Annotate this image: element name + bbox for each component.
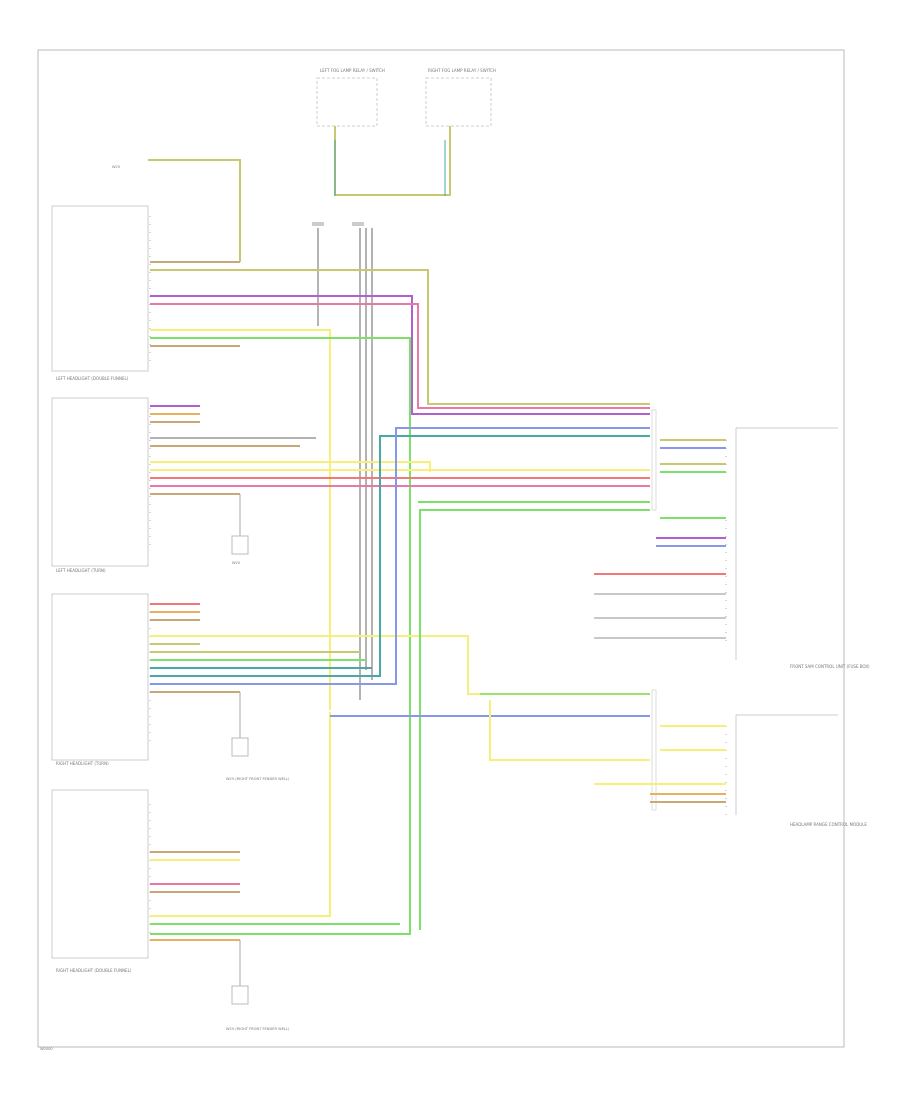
left-headlight-lower: LEFT HEADLIGHT (TURN): [51, 397, 149, 573]
pin-ticks: [149, 216, 727, 948]
right-headlight-upper: RIGHT HEADLIGHT (TURN): [51, 593, 149, 766]
right-headlight-upper-title: RIGHT HEADLIGHT (TURN): [56, 761, 109, 766]
top-left-switch-title: LEFT FOG LAMP RELAY / SWITCH: [320, 68, 385, 73]
ground-3: W25 (RIGHT FRONT FENDER WELL): [226, 940, 290, 1031]
right-headlight-lower: RIGHT HEADLIGHT (DOUBLE FUNNEL): [51, 789, 149, 973]
front-sam-title: FRONT SAM CONTROL UNIT (FUSE BOX): [790, 664, 870, 669]
right-headlight-lower-title: RIGHT HEADLIGHT (DOUBLE FUNNEL): [56, 968, 132, 973]
connector-labels: W25: [112, 165, 657, 811]
wires: [148, 126, 726, 941]
left-headlight-upper-title: LEFT HEADLIGHT (DOUBLE FUNNEL): [56, 376, 129, 381]
ground-3-label: W25 (RIGHT FRONT FENDER WELL): [226, 1027, 290, 1031]
ground-2-label: W25 (RIGHT FRONT FENDER WELL): [226, 777, 290, 781]
ground-1: W25: [231, 494, 249, 565]
bottom-right-module: HEADLAMP RANGE CONTROL MODULE: [735, 714, 867, 827]
diagram-border: [37, 49, 845, 1048]
front-sam-box: FRONT SAM CONTROL UNIT (FUSE BOX): [735, 427, 870, 669]
top-left-switch: LEFT FOG LAMP RELAY / SWITCH: [316, 68, 385, 127]
left-headlight-lower-title: LEFT HEADLIGHT (TURN): [56, 568, 106, 573]
footer-code: W0000: [40, 1047, 53, 1051]
left-headlight-upper: LEFT HEADLIGHT (DOUBLE FUNNEL): [51, 205, 149, 381]
ground-2: W25 (RIGHT FRONT FENDER WELL): [226, 692, 290, 781]
top-right-switch-title: RIGHT FOG LAMP RELAY / SWITCH: [428, 68, 496, 73]
top-right-switch: RIGHT FOG LAMP RELAY / SWITCH: [425, 68, 496, 127]
bottom-right-module-title: HEADLAMP RANGE CONTROL MODULE: [790, 822, 867, 827]
ground-1-label: W25: [232, 561, 240, 565]
ref-label: W25: [112, 165, 120, 169]
